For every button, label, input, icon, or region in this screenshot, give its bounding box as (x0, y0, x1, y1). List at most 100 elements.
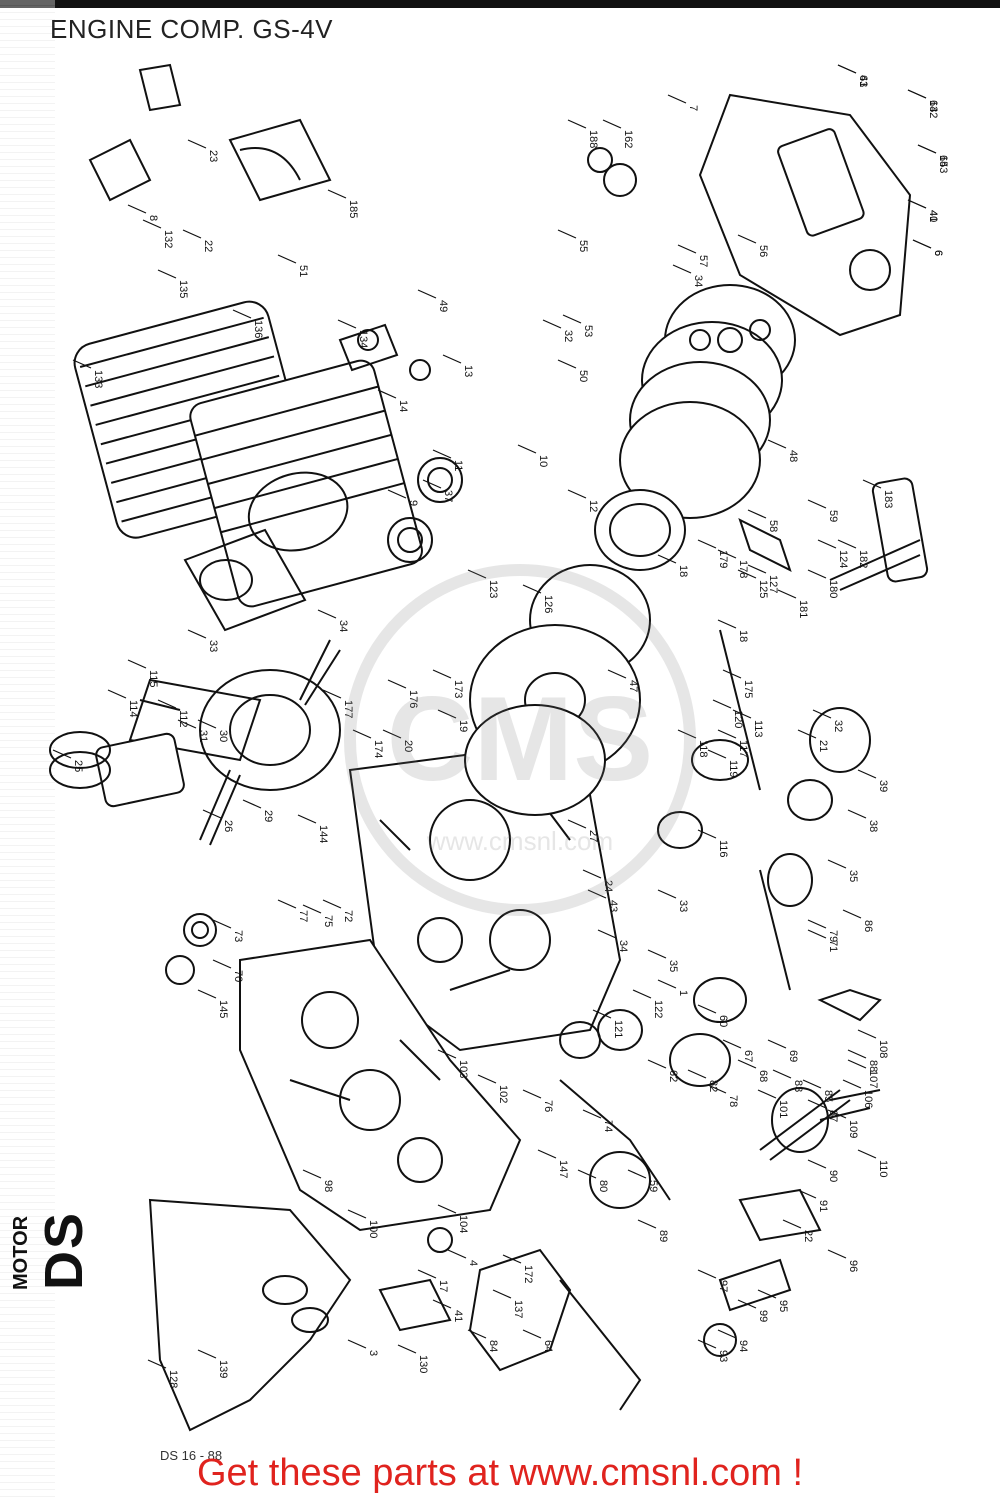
callout-number: 19 (457, 720, 469, 732)
leader-line (602, 119, 622, 129)
leader-line (712, 699, 732, 709)
leader-line (697, 1269, 717, 1279)
callout-number: 99 (757, 1310, 769, 1322)
callout-number: 180 (827, 580, 839, 598)
callout-number: 88 (867, 1060, 879, 1072)
leader-line (697, 1004, 717, 1014)
callout-number: 8 (147, 215, 159, 221)
leader-line (432, 1299, 452, 1309)
leader-line (382, 729, 402, 739)
leader-line (632, 989, 652, 999)
callout-number: 59 (647, 1180, 659, 1192)
leader-line (297, 814, 317, 824)
callout-number: 130 (417, 1355, 429, 1373)
engine-cover-left (148, 1198, 352, 1432)
leader-line (182, 229, 202, 239)
callout-number: 85 (822, 1090, 834, 1102)
callout-number: 26 (222, 820, 234, 832)
callout-number: 4 (467, 1260, 479, 1266)
leader-line (187, 629, 207, 639)
callout-number: 25 (72, 760, 84, 772)
leader-line (347, 1209, 367, 1219)
callout-number: 123 (487, 580, 499, 598)
clip (88, 138, 152, 202)
leader-line (827, 1249, 847, 1259)
leader-line (737, 1059, 757, 1069)
leader-line (567, 819, 587, 829)
callout-number: 35 (847, 870, 859, 882)
footer-cta[interactable]: Get these parts at www.cmsnl.com ! (196, 1452, 804, 1494)
callout-number: 43 (857, 75, 869, 87)
kickstart (738, 477, 929, 591)
leader-line (107, 689, 127, 699)
drawing-code: DS 16 - 88 (160, 1448, 223, 1463)
leader-line (677, 244, 697, 254)
leader-line (437, 1204, 457, 1214)
leader-line (907, 89, 927, 99)
callout-number: 103 (457, 1060, 469, 1078)
callout-number: 172 (522, 1265, 534, 1283)
leader-line (697, 1339, 717, 1349)
leader-line (722, 669, 742, 679)
leader-line (197, 719, 217, 729)
callout-number: 96 (847, 1260, 859, 1272)
callout-number: 67 (742, 1050, 754, 1062)
callout-number: 72 (342, 910, 354, 922)
callout-number: 176 (407, 690, 419, 708)
leader-line (782, 1219, 802, 1229)
leader-line (677, 729, 697, 739)
callout-number: 83 (792, 1080, 804, 1092)
cylinder (189, 359, 423, 608)
leader-line (127, 204, 147, 214)
callout-number: 127 (767, 575, 779, 593)
leader-line (417, 289, 437, 299)
clutch-cover (698, 93, 912, 337)
callout-number: 113 (752, 720, 764, 738)
leader-line (847, 809, 867, 819)
side-label-big: DS (34, 1210, 94, 1290)
callout-number: 97 (717, 1280, 729, 1292)
leader-line (387, 489, 407, 499)
scan-noise-strip (0, 0, 55, 1500)
leader-line (777, 589, 797, 599)
leader-line (697, 829, 717, 839)
leader-line (542, 319, 562, 329)
callout-number: 95 (777, 1300, 789, 1312)
leader-line (327, 189, 347, 199)
leader-line (717, 1329, 737, 1339)
callout-number: 107 (867, 1070, 879, 1088)
callout-number: 60 (717, 1015, 729, 1027)
callout-number: 120 (732, 710, 744, 728)
side-label-small: MOTOR (10, 1215, 32, 1290)
leader-line (842, 1079, 862, 1089)
leader-line (437, 1049, 457, 1059)
leader-line (757, 1089, 777, 1099)
callout-number: 68 (757, 1070, 769, 1082)
callout-number: 142 (927, 100, 939, 118)
leader-line (587, 889, 607, 899)
leader-line (157, 269, 177, 279)
leader-line (522, 584, 542, 594)
leader-line (807, 1159, 827, 1169)
callout-number: 57 (697, 255, 709, 267)
callout-number: 1 (677, 990, 689, 996)
callout-number: 115 (147, 670, 159, 688)
leader-line (717, 549, 737, 559)
leader-line (807, 569, 827, 579)
leader-line (657, 979, 677, 989)
callout-number: 63 (927, 100, 939, 112)
leader-line (212, 919, 232, 929)
callout-number: 90 (827, 1170, 839, 1182)
leader-line (707, 749, 727, 759)
callout-number: 137 (512, 1300, 524, 1318)
cms-watermark: CMS www.cmsnl.com (344, 564, 696, 916)
callout-number: 144 (317, 825, 329, 843)
leader-line (767, 439, 787, 449)
leader-line (807, 929, 827, 939)
leader-line (817, 539, 837, 549)
leader-line (827, 859, 847, 869)
callout-number: 22 (802, 1230, 814, 1242)
leader-line (582, 869, 602, 879)
leader-line (197, 1349, 217, 1359)
